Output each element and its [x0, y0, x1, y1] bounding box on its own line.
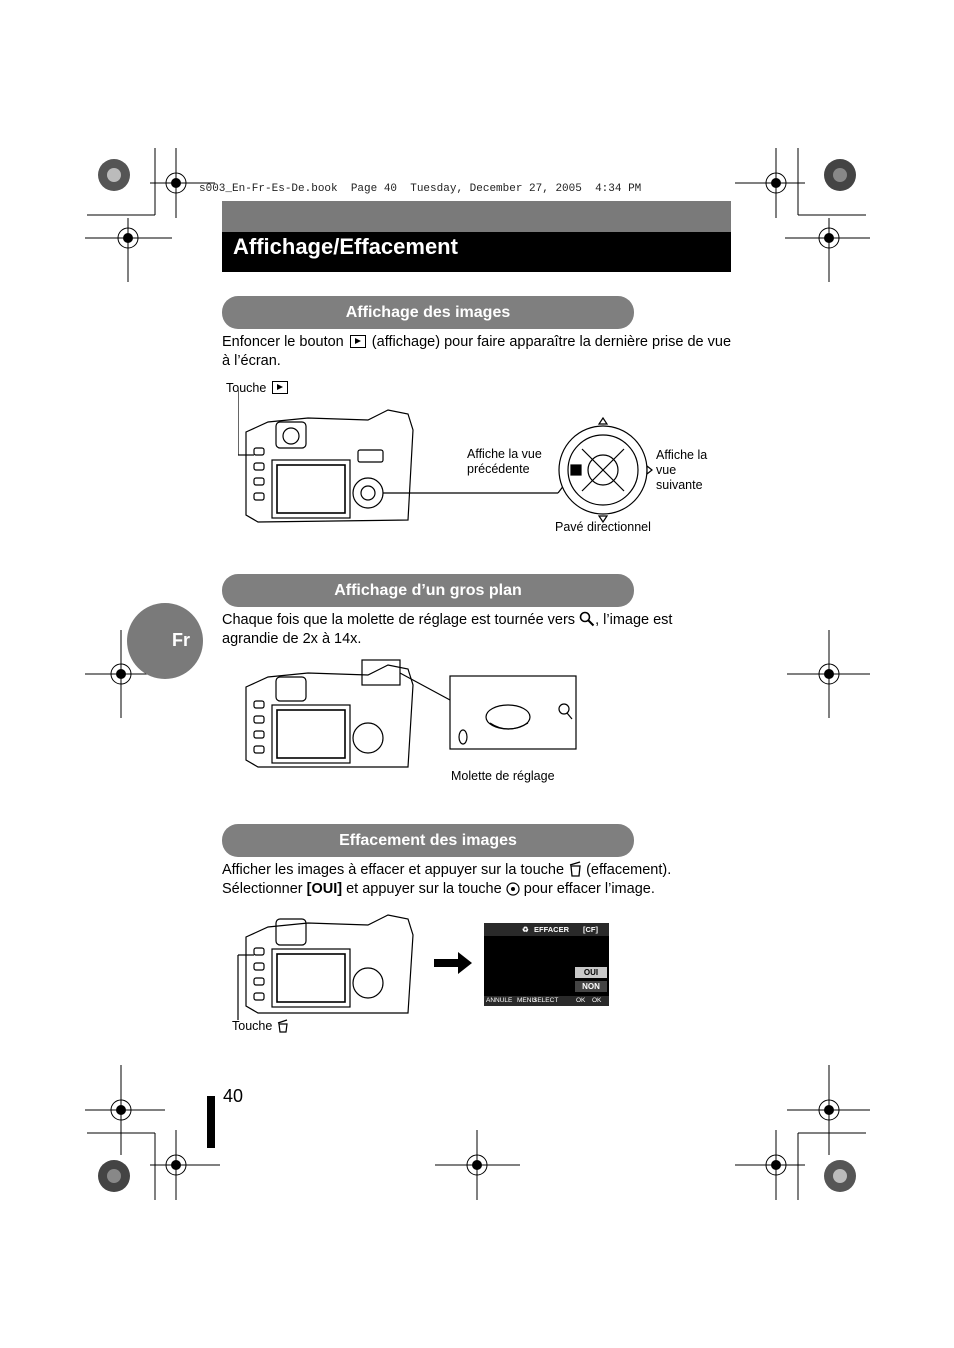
option-yes: OUI — [575, 967, 607, 978]
section-text-erase: Afficher les images à effacer et appuyer… — [222, 861, 672, 897]
page-marker — [207, 1096, 215, 1148]
section-text-display: Enfoncer le bouton (affichage) pour fair… — [222, 334, 732, 369]
page-title: Affichage/Effacement — [222, 232, 731, 272]
label-next: Affiche la vue suivante — [656, 448, 708, 492]
section-heading-erase: Effacement des images — [222, 824, 634, 857]
trash-icon — [277, 1019, 288, 1033]
title-band — [222, 201, 731, 232]
section-heading-zoom: Affichage d’un gros plan — [222, 574, 634, 607]
screen-card: [CF] — [583, 925, 598, 934]
label-direction-pad: Pavé directionnel — [555, 520, 651, 534]
label-playback-button: Touche — [226, 381, 290, 396]
erase-screen: ♻ EFFACER [CF] OUI NON ANNULE MENU SELEC… — [484, 923, 609, 1006]
language-tab-label: Fr — [172, 630, 190, 650]
playback-icon — [271, 381, 288, 394]
label-erase-button: Touche — [232, 1019, 288, 1034]
playback-icon — [349, 335, 366, 348]
section-heading-display: Affichage des images — [222, 296, 634, 329]
trash-icon — [569, 861, 581, 877]
label-previous: Affiche la vue précédente — [467, 447, 542, 476]
label-dial: Molette de réglage — [451, 769, 555, 783]
page-number: 40 — [223, 1086, 244, 1106]
screen-header: EFFACER — [534, 925, 570, 934]
print-info: s003_En-Fr-Es-De.book Page 40 Tuesday, D… — [199, 183, 642, 195]
magnify-icon — [579, 611, 595, 627]
camera-back-illustration-2 — [245, 659, 577, 768]
camera-back-illustration-3 — [237, 914, 472, 1020]
camera-back-illustration-1 — [238, 390, 653, 524]
option-no: NON — [575, 981, 607, 992]
section-text-zoom: Chaque fois que la molette de réglage es… — [222, 611, 673, 647]
language-tab — [127, 603, 203, 679]
ok-button-icon — [506, 882, 520, 896]
trash-icon: ♻ — [522, 925, 529, 934]
